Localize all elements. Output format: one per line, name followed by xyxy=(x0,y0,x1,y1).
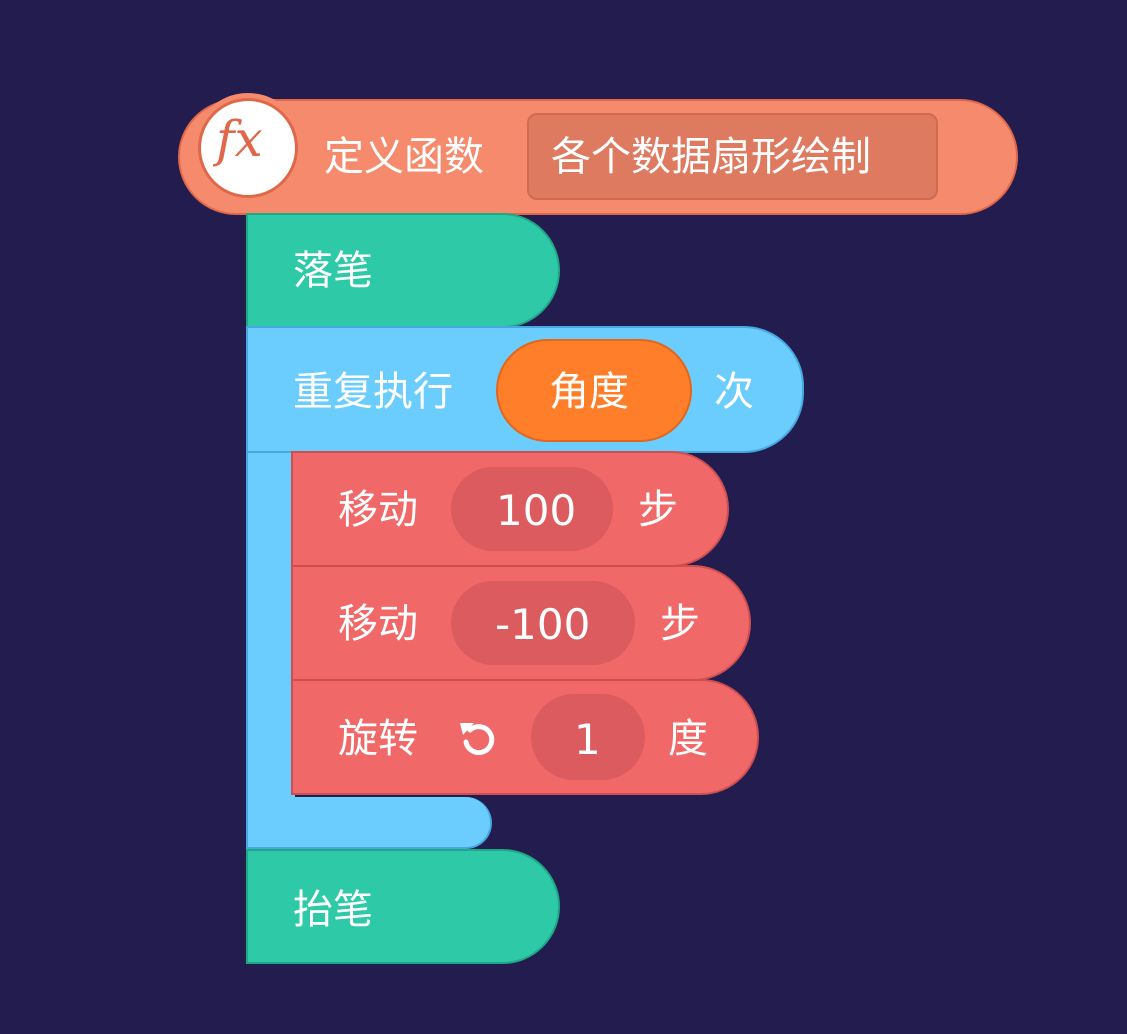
repeat-block-arm[interactable] xyxy=(246,451,295,803)
repeat-label: 重复执行 xyxy=(293,369,453,415)
rotate-degrees-input[interactable] xyxy=(531,694,645,780)
fx-icon-label: fx xyxy=(216,110,263,168)
rotate-counterclockwise-icon xyxy=(460,723,495,756)
repeat-suffix-label: 次 xyxy=(714,369,754,415)
move-steps-value: 100 xyxy=(496,486,577,535)
move-unit-label: 步 xyxy=(638,487,678,533)
fx-icon xyxy=(198,98,298,198)
move-steps-input[interactable] xyxy=(451,581,635,665)
rotate-block[interactable] xyxy=(291,679,759,795)
move-label: 移动 xyxy=(338,487,418,533)
move-steps-value: -100 xyxy=(495,600,591,649)
rotate-degrees-value: 1 xyxy=(574,715,601,764)
move-label: 移动 xyxy=(338,601,418,647)
rotate-label: 旋转 xyxy=(338,716,418,762)
define-function-label: 定义函数 xyxy=(324,134,484,180)
pen-down-label: 落笔 xyxy=(293,248,373,294)
repeat-count-variable[interactable] xyxy=(496,339,692,442)
repeat-count-text: 角度 xyxy=(549,369,629,415)
pen-down-block[interactable] xyxy=(246,213,560,328)
rotate-unit-label: 度 xyxy=(668,716,708,762)
move-steps-input[interactable] xyxy=(451,467,613,551)
move-unit-label: 步 xyxy=(660,601,700,647)
pen-up-block[interactable] xyxy=(246,849,560,964)
function-name-field[interactable] xyxy=(527,113,938,200)
pen-up-label: 抬笔 xyxy=(293,887,373,933)
function-name-text: 各个数据扇形绘制 xyxy=(551,134,871,180)
repeat-block-foot[interactable] xyxy=(246,797,492,849)
